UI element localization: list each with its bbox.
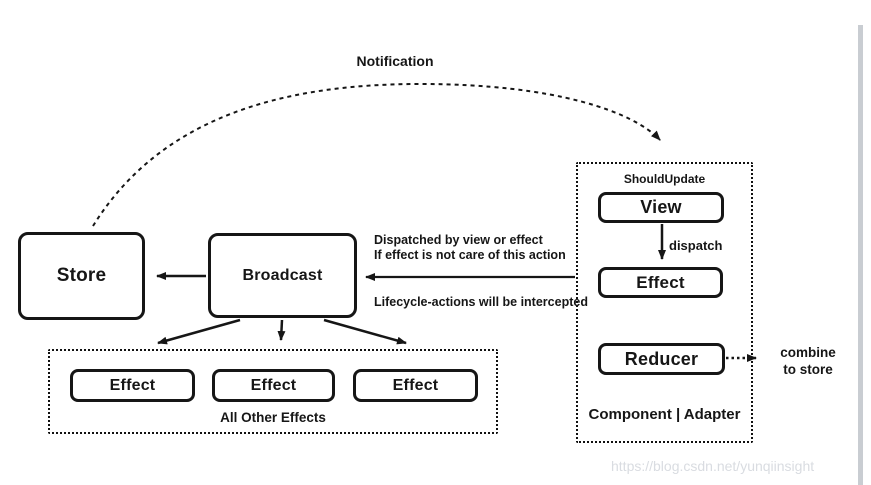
- reducer-box: Reducer: [598, 343, 725, 375]
- adapter-effect-box: Effect: [598, 267, 723, 298]
- combine-label-line2: to store: [783, 362, 833, 377]
- dispatch-label: dispatch: [669, 238, 723, 253]
- broadcast-to-effect1-arrow: [157, 318, 241, 345]
- all-other-effects-label: All Other Effects: [220, 410, 326, 425]
- broadcast-box: Broadcast: [208, 233, 357, 318]
- effect-box-2: Effect: [212, 369, 335, 402]
- broadcast-to-effect3-arrow: [323, 318, 407, 345]
- all-other-effects-panel: [48, 349, 498, 434]
- component-adapter-panel: [576, 162, 753, 443]
- lifecycle-annotation: Lifecycle-actions will be intercepted: [374, 295, 588, 309]
- watermark-url: https://blog.csdn.net/yunqiinsight: [611, 458, 815, 474]
- effect-box-3: Effect: [353, 369, 478, 402]
- notification-arc-arrow: [92, 82, 661, 227]
- scrollbar[interactable]: [858, 25, 863, 485]
- combine-to-store-label: combine to store: [766, 344, 850, 378]
- combine-label-line1: combine: [780, 345, 836, 360]
- broadcast-to-effect2-arrow: [277, 319, 286, 341]
- notification-label: Notification: [356, 53, 434, 69]
- component-adapter-label: Component | Adapter: [588, 406, 741, 423]
- should-update-label: ShouldUpdate: [623, 172, 706, 186]
- store-box: Store: [18, 232, 145, 320]
- view-box: View: [598, 192, 724, 223]
- effect-box-1: Effect: [70, 369, 195, 402]
- dispatched-annotation-line1: Dispatched by view or effect: [374, 233, 543, 247]
- dispatched-annotation-line2: If effect is not care of this action: [374, 248, 566, 262]
- dispatched-annotation: Dispatched by view or effect If effect i…: [374, 233, 566, 263]
